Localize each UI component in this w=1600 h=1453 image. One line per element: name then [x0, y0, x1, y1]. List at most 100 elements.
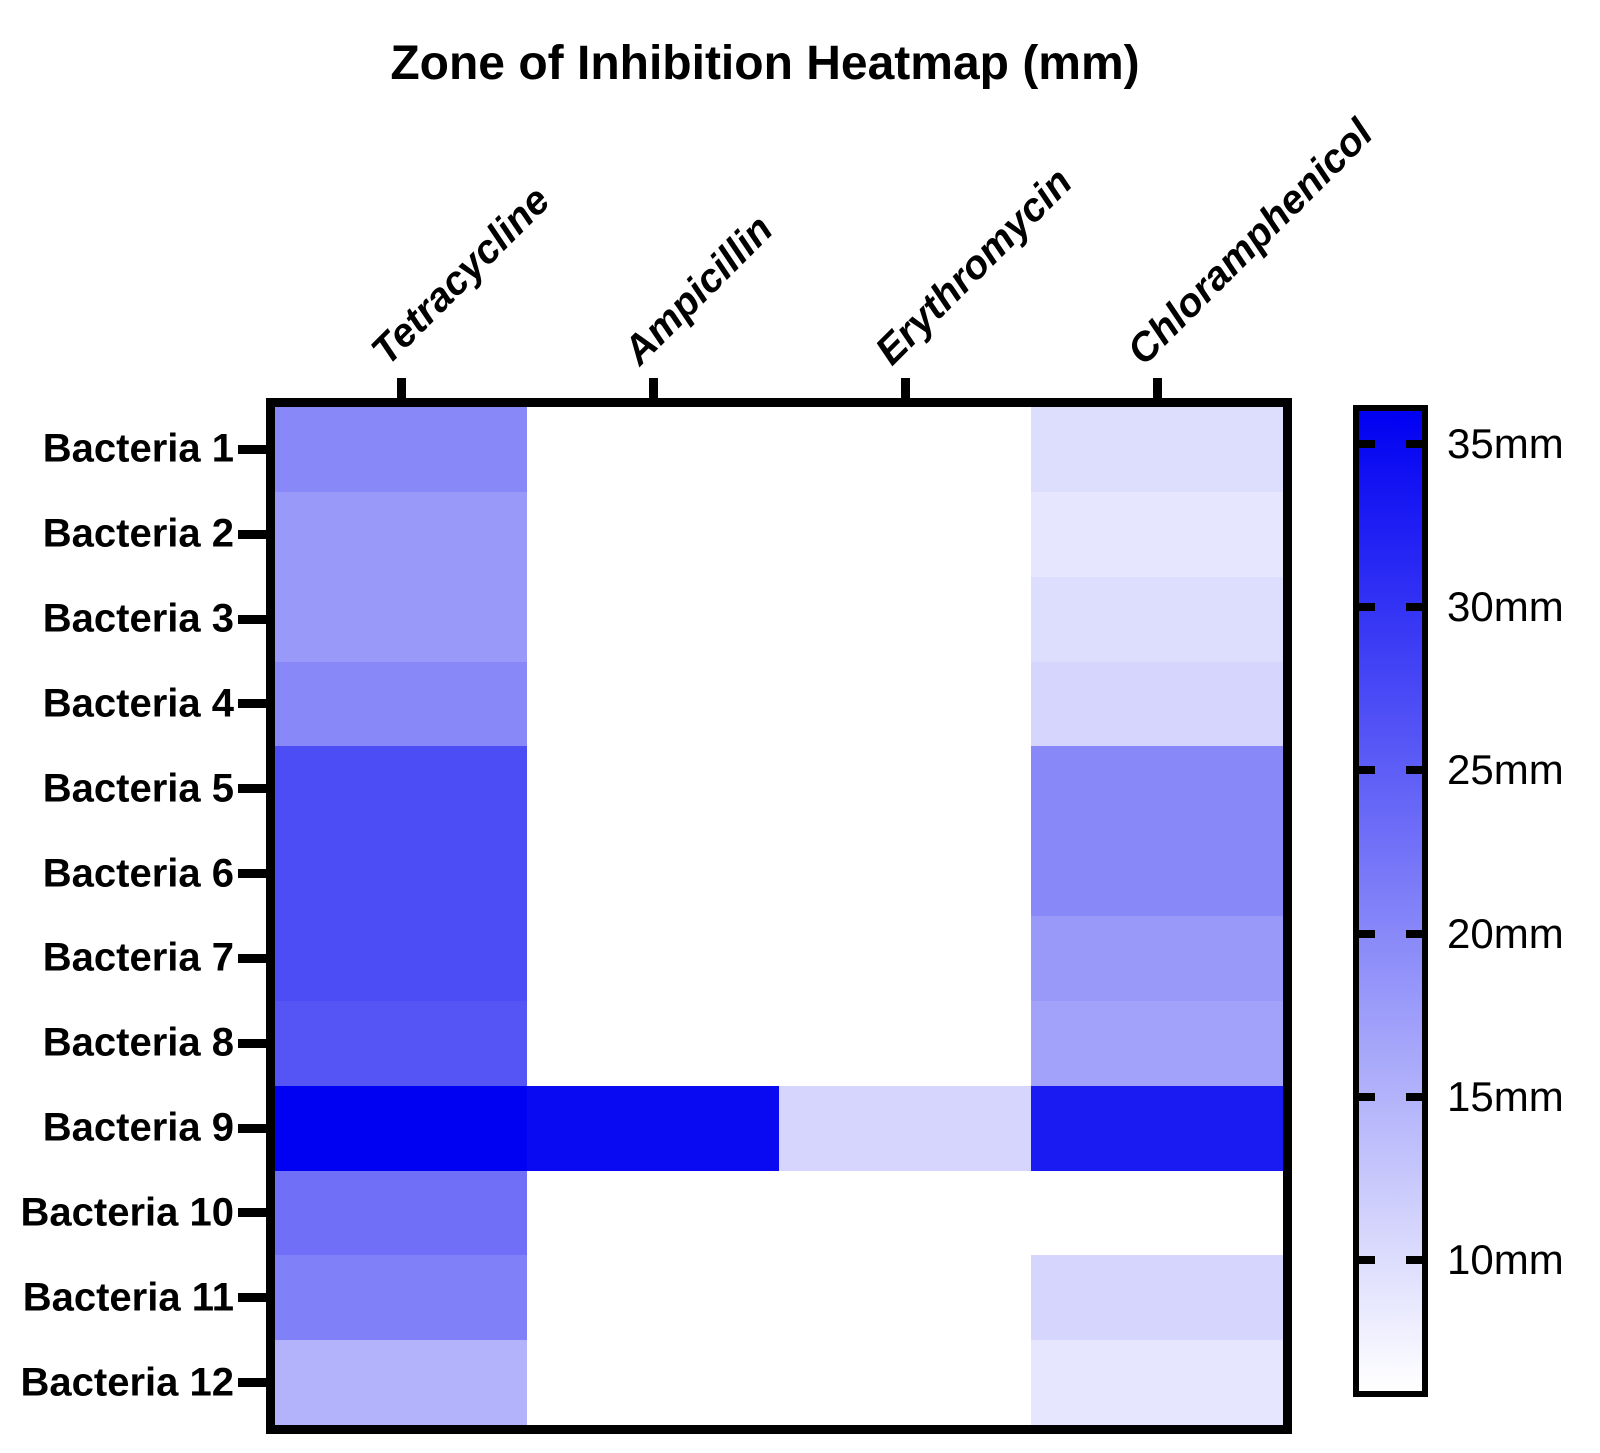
row-label: Bacteria 1: [42, 426, 234, 471]
heatmap-cell: [527, 661, 779, 747]
heatmap-cell: [527, 746, 779, 832]
colorbar-tick: [1406, 603, 1422, 611]
heatmap-cell: [1031, 491, 1283, 577]
colorbar-tick-label: 10mm: [1447, 1236, 1564, 1284]
colorbar-tick: [1359, 1093, 1375, 1101]
heatmap-cell: [779, 491, 1031, 577]
heatmap-cell: [1031, 1255, 1283, 1341]
row-tick: [238, 444, 266, 454]
heatmap-cell: [275, 831, 527, 916]
heatmap-cell: [527, 916, 779, 1001]
heatmap-cell: [1031, 831, 1283, 916]
row-tick: [238, 1038, 266, 1048]
heatmap-cell: [275, 1000, 527, 1086]
heatmap-cell: [527, 1340, 779, 1425]
heatmap-cell: [1031, 1085, 1283, 1171]
heatmap-cell: [779, 916, 1031, 1001]
row-label: Bacteria 8: [42, 1020, 234, 1065]
column-label: Chloramphenicol: [1119, 111, 1382, 374]
heatmap-cell: [275, 1340, 527, 1425]
colorbar-tick-label: 25mm: [1447, 746, 1564, 794]
row-tick: [238, 1378, 266, 1388]
row-tick: [238, 869, 266, 879]
row-tick: [238, 699, 266, 709]
heatmap-cell: [779, 661, 1031, 747]
heatmap-cell: [1031, 1000, 1283, 1086]
colorbar-tick: [1359, 1256, 1375, 1265]
heatmap-cell: [1031, 1170, 1283, 1256]
heatmap-cell: [779, 1340, 1031, 1425]
row-label: Bacteria 9: [42, 1105, 234, 1150]
heatmap-cell: [527, 1085, 779, 1171]
column-label: Tetracycline: [363, 178, 559, 374]
column-tick: [900, 378, 910, 398]
colorbar-tick-label: 15mm: [1447, 1073, 1564, 1120]
colorbar-tick: [1406, 1093, 1422, 1101]
colorbar-gradient: [1359, 411, 1422, 1391]
row-label: Bacteria 10: [20, 1190, 234, 1235]
heatmap-cell: [527, 407, 779, 492]
colorbar-tick: [1359, 766, 1375, 775]
colorbar-tick: [1406, 439, 1422, 448]
heatmap-cell: [275, 1170, 527, 1256]
heatmap-cell: [779, 746, 1031, 832]
row-label: Bacteria 11: [22, 1275, 234, 1320]
heatmap-cell: [527, 831, 779, 916]
column-tick: [1152, 378, 1162, 398]
heatmap-cell: [275, 746, 527, 832]
colorbar-tick-label: 35mm: [1447, 419, 1564, 467]
heatmap-cell: [527, 1170, 779, 1256]
row-label: Bacteria 7: [42, 935, 234, 980]
row-tick: [238, 953, 266, 963]
heatmap-cell: [1031, 1340, 1283, 1425]
row-label: Bacteria 3: [42, 596, 234, 641]
chart-title: Zone of Inhibition Heatmap (mm): [390, 37, 1140, 90]
column-label: Ampicillin: [615, 207, 782, 374]
heatmap-cell: [275, 916, 527, 1001]
row-label: Bacteria 12: [20, 1360, 234, 1405]
heatmap-cell: [527, 576, 779, 662]
row-tick: [238, 1208, 266, 1218]
heatmap-cell: [1031, 407, 1283, 492]
row-tick: [238, 1293, 266, 1303]
row-label: Bacteria 6: [42, 851, 234, 896]
colorbar-tick-label: 20mm: [1447, 909, 1564, 957]
heatmap-plot-area: [266, 398, 1292, 1434]
column-tick: [648, 378, 658, 398]
heatmap-cell: [779, 407, 1031, 492]
row-label: Bacteria 4: [42, 681, 234, 726]
heatmap-cell: [779, 831, 1031, 916]
heatmap-cell: [1031, 746, 1283, 832]
heatmap-cell: [779, 576, 1031, 662]
column-label: Erythromycin: [867, 159, 1081, 374]
heatmap-cell: [779, 1000, 1031, 1086]
heatmap-cell: [779, 1255, 1031, 1341]
colorbar-tick-label: 30mm: [1447, 583, 1564, 630]
heatmap-cell: [275, 1255, 527, 1341]
row-tick: [238, 529, 266, 539]
heatmap-cell: [527, 1000, 779, 1086]
row-tick: [238, 614, 266, 624]
colorbar-tick: [1359, 439, 1375, 448]
heatmap-cell: [1031, 916, 1283, 1001]
heatmap-cell: [1031, 576, 1283, 662]
heatmap-cell: [275, 1085, 527, 1171]
colorbar-tick: [1359, 603, 1375, 611]
heatmap-cell: [275, 491, 527, 577]
column-tick: [396, 378, 406, 398]
heatmap-cell: [1031, 661, 1283, 747]
heatmap-cell: [779, 1170, 1031, 1256]
row-label: Bacteria 5: [42, 766, 234, 811]
heatmap-cell: [527, 491, 779, 577]
row-tick: [238, 1123, 266, 1133]
heatmap-cell: [527, 1255, 779, 1341]
heatmap-cell-grid: [275, 407, 1283, 1425]
heatmap-cell: [275, 576, 527, 662]
heatmap-cell: [275, 407, 527, 492]
colorbar-tick: [1406, 1256, 1422, 1265]
row-label: Bacteria 2: [42, 511, 234, 556]
colorbar-tick: [1359, 929, 1375, 938]
heatmap-cell: [275, 661, 527, 747]
colorbar-tick: [1406, 929, 1422, 938]
